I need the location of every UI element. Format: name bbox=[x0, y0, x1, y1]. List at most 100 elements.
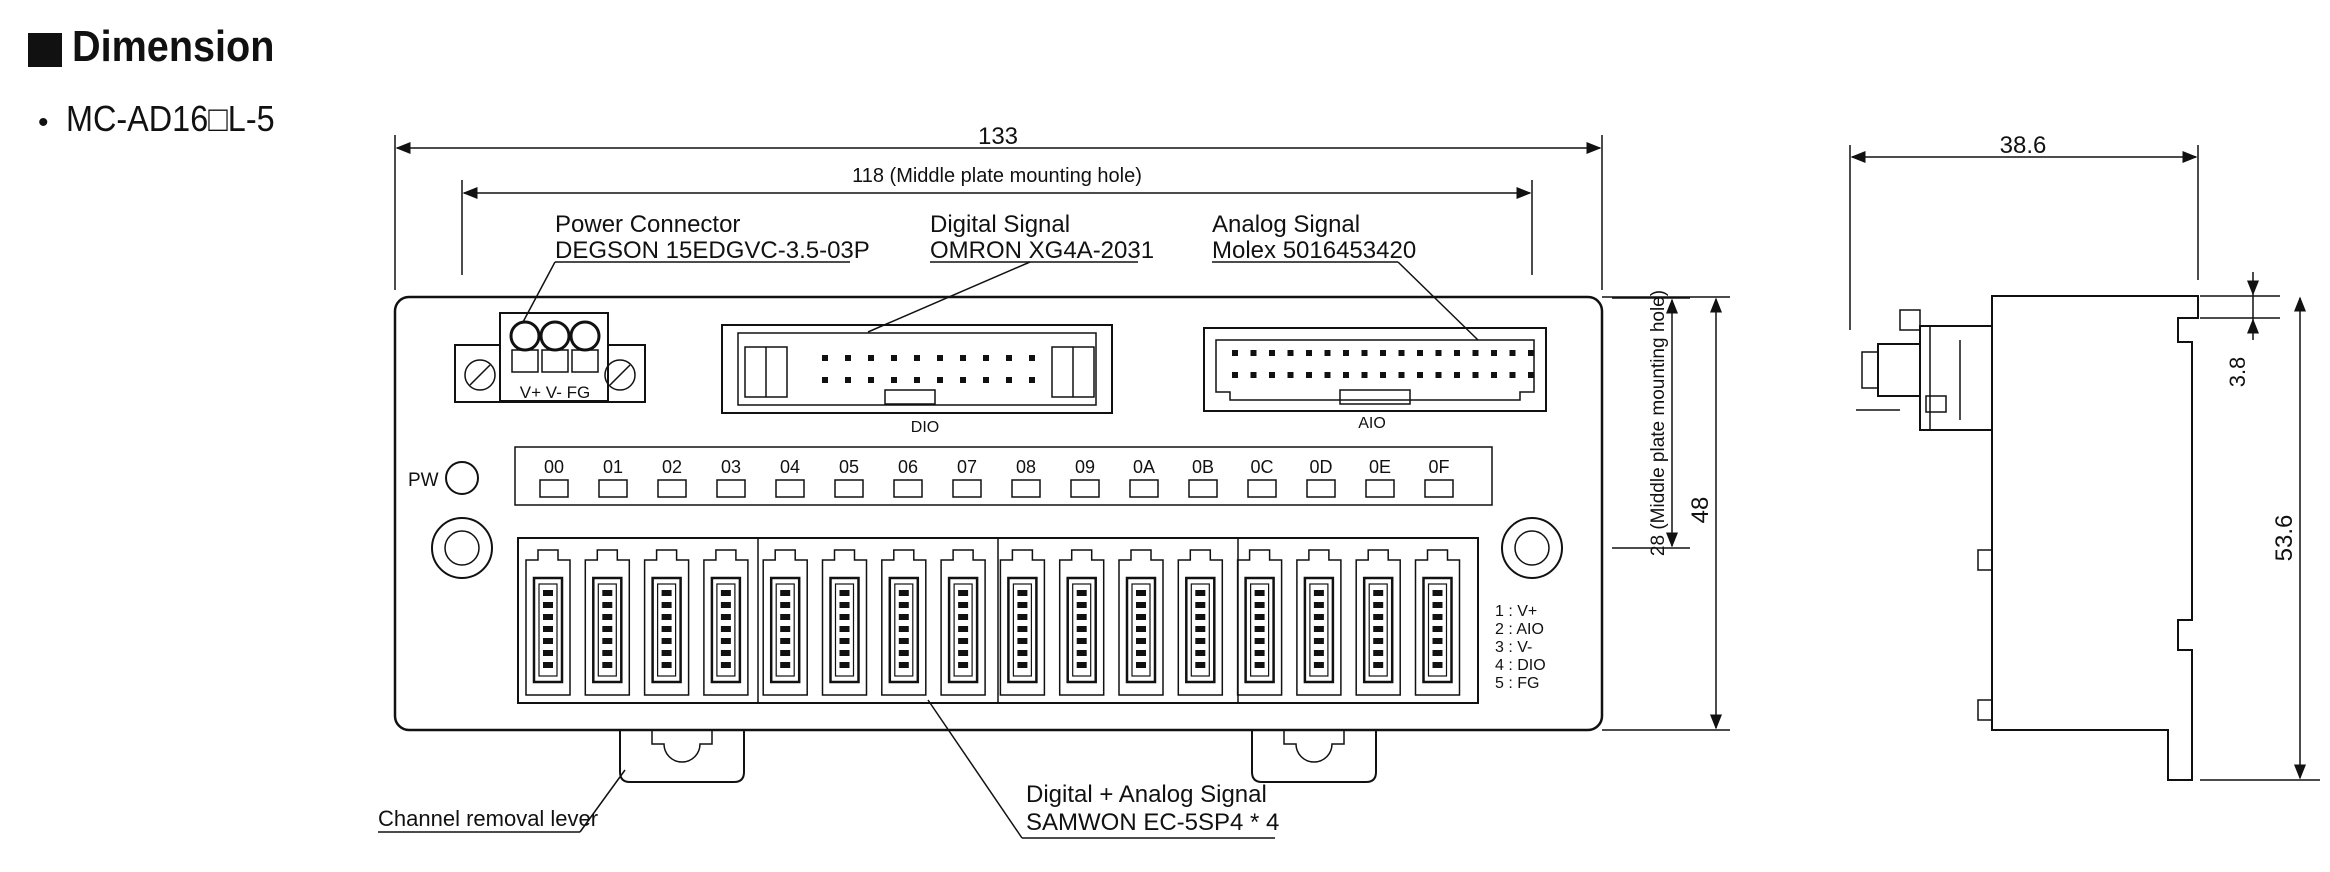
terminal-channel bbox=[643, 549, 690, 696]
led-indicator bbox=[1070, 479, 1100, 498]
led-label: 09 bbox=[1075, 457, 1095, 477]
model-name: MC-AD16□L-5 bbox=[66, 98, 275, 139]
pin bbox=[914, 377, 920, 383]
led-indicator bbox=[1129, 479, 1159, 498]
pin bbox=[1006, 355, 1012, 361]
led-indicator bbox=[1188, 479, 1218, 498]
pin bbox=[1343, 350, 1349, 356]
pin bbox=[937, 355, 943, 361]
pin bbox=[960, 377, 966, 383]
led-indicator bbox=[834, 479, 864, 498]
terminal-channel bbox=[999, 549, 1046, 696]
callout-da-title: Digital + Analog Signal bbox=[1026, 781, 1267, 808]
aio-connector bbox=[1203, 327, 1547, 412]
pin bbox=[1269, 372, 1275, 378]
pinout-line: 4 : DIO bbox=[1495, 657, 1546, 674]
aio-pins bbox=[1232, 350, 1534, 378]
section-title: Dimension bbox=[72, 22, 275, 71]
pin bbox=[868, 377, 874, 383]
led-label: 01 bbox=[603, 457, 623, 477]
pin bbox=[1287, 350, 1294, 356]
dim-side-offset: 3.8 bbox=[2225, 357, 2250, 388]
terminal-channel bbox=[940, 549, 986, 696]
pin bbox=[1380, 372, 1386, 378]
pin bbox=[1528, 372, 1534, 378]
led-label: 0D bbox=[1309, 457, 1332, 477]
pin bbox=[1361, 350, 1368, 356]
pin bbox=[1491, 372, 1497, 378]
pin bbox=[1232, 372, 1238, 378]
power-pin-labels: V+ V- FG bbox=[520, 383, 590, 402]
pin bbox=[1491, 350, 1497, 356]
led-indicator bbox=[1365, 479, 1395, 498]
led-label: 0B bbox=[1192, 457, 1214, 477]
terminal-channel bbox=[1236, 549, 1283, 696]
pin bbox=[1269, 350, 1275, 356]
dio-connector bbox=[721, 324, 1113, 414]
terminal-channel bbox=[525, 549, 571, 696]
pin bbox=[983, 355, 989, 361]
callout-leaders bbox=[378, 261, 1479, 839]
led-label: 0C bbox=[1250, 457, 1273, 477]
dim-width-total: 133 bbox=[978, 123, 1018, 150]
callout-da-part: SAMWON EC-5SP4 * 4 bbox=[1026, 809, 1279, 836]
pin bbox=[1435, 350, 1442, 356]
pin bbox=[868, 355, 874, 361]
led-indicator bbox=[539, 479, 569, 498]
led-label: 03 bbox=[721, 457, 741, 477]
pinout-line: 5 : FG bbox=[1495, 675, 1539, 692]
led-indicator bbox=[893, 479, 923, 498]
pin bbox=[960, 355, 966, 361]
callout-analog-title: Analog Signal bbox=[1212, 211, 1360, 238]
pin bbox=[1006, 377, 1012, 383]
terminal-channel bbox=[821, 549, 868, 696]
terminal-channel bbox=[1177, 549, 1224, 696]
pin bbox=[1306, 372, 1312, 378]
led-label: 07 bbox=[957, 457, 977, 477]
led-strip bbox=[514, 446, 1493, 506]
pin bbox=[1472, 372, 1479, 378]
led-indicator bbox=[1011, 479, 1041, 498]
pin bbox=[1417, 372, 1423, 378]
dim-height-holes: 28 (Middle plate mounting hole) bbox=[1648, 290, 1669, 556]
pin bbox=[822, 377, 828, 383]
pin bbox=[1454, 350, 1460, 356]
led-indicator bbox=[1424, 479, 1454, 498]
callout-digital-title: Digital Signal bbox=[930, 211, 1070, 238]
terminal-channels bbox=[525, 549, 1461, 696]
aio-label: AIO bbox=[1358, 415, 1386, 432]
callout-digital-part: OMRON XG4A-2031 bbox=[930, 237, 1154, 264]
led-label: 0E bbox=[1369, 457, 1391, 477]
pin bbox=[845, 355, 851, 361]
callout-power-part: DEGSON 15EDGVC-3.5-03P bbox=[555, 237, 870, 264]
led-label: 06 bbox=[898, 457, 918, 477]
pw-label: PW bbox=[408, 470, 439, 491]
pin bbox=[1287, 372, 1294, 378]
pin bbox=[1306, 350, 1312, 356]
terminal-channel bbox=[881, 549, 927, 696]
terminal-channel bbox=[1296, 549, 1342, 696]
callout-analog-part: Molex 5016453420 bbox=[1212, 237, 1416, 264]
pin bbox=[1232, 350, 1238, 356]
pin bbox=[1472, 350, 1479, 356]
dim-side-depth: 38.6 bbox=[2000, 132, 2047, 159]
side-dimension-lines bbox=[1849, 145, 2320, 781]
terminal-channel bbox=[1414, 549, 1461, 696]
pin bbox=[822, 355, 828, 361]
led-indicator bbox=[775, 479, 805, 498]
dio-label: DIO bbox=[911, 419, 939, 436]
pin bbox=[1509, 350, 1516, 356]
pin bbox=[1417, 350, 1423, 356]
dim-width-holes: 118 (Middle plate mounting hole) bbox=[852, 165, 1142, 187]
dio-pins bbox=[822, 355, 1035, 383]
led-label: 0A bbox=[1133, 457, 1155, 477]
terminal-channel bbox=[1118, 549, 1164, 696]
led-label: 08 bbox=[1016, 457, 1036, 477]
led-indicator bbox=[657, 479, 687, 498]
pin bbox=[1435, 372, 1442, 378]
pinout-line: 1 : V+ bbox=[1495, 603, 1537, 620]
led-indicator bbox=[1247, 479, 1277, 498]
led-indicator bbox=[598, 479, 628, 498]
